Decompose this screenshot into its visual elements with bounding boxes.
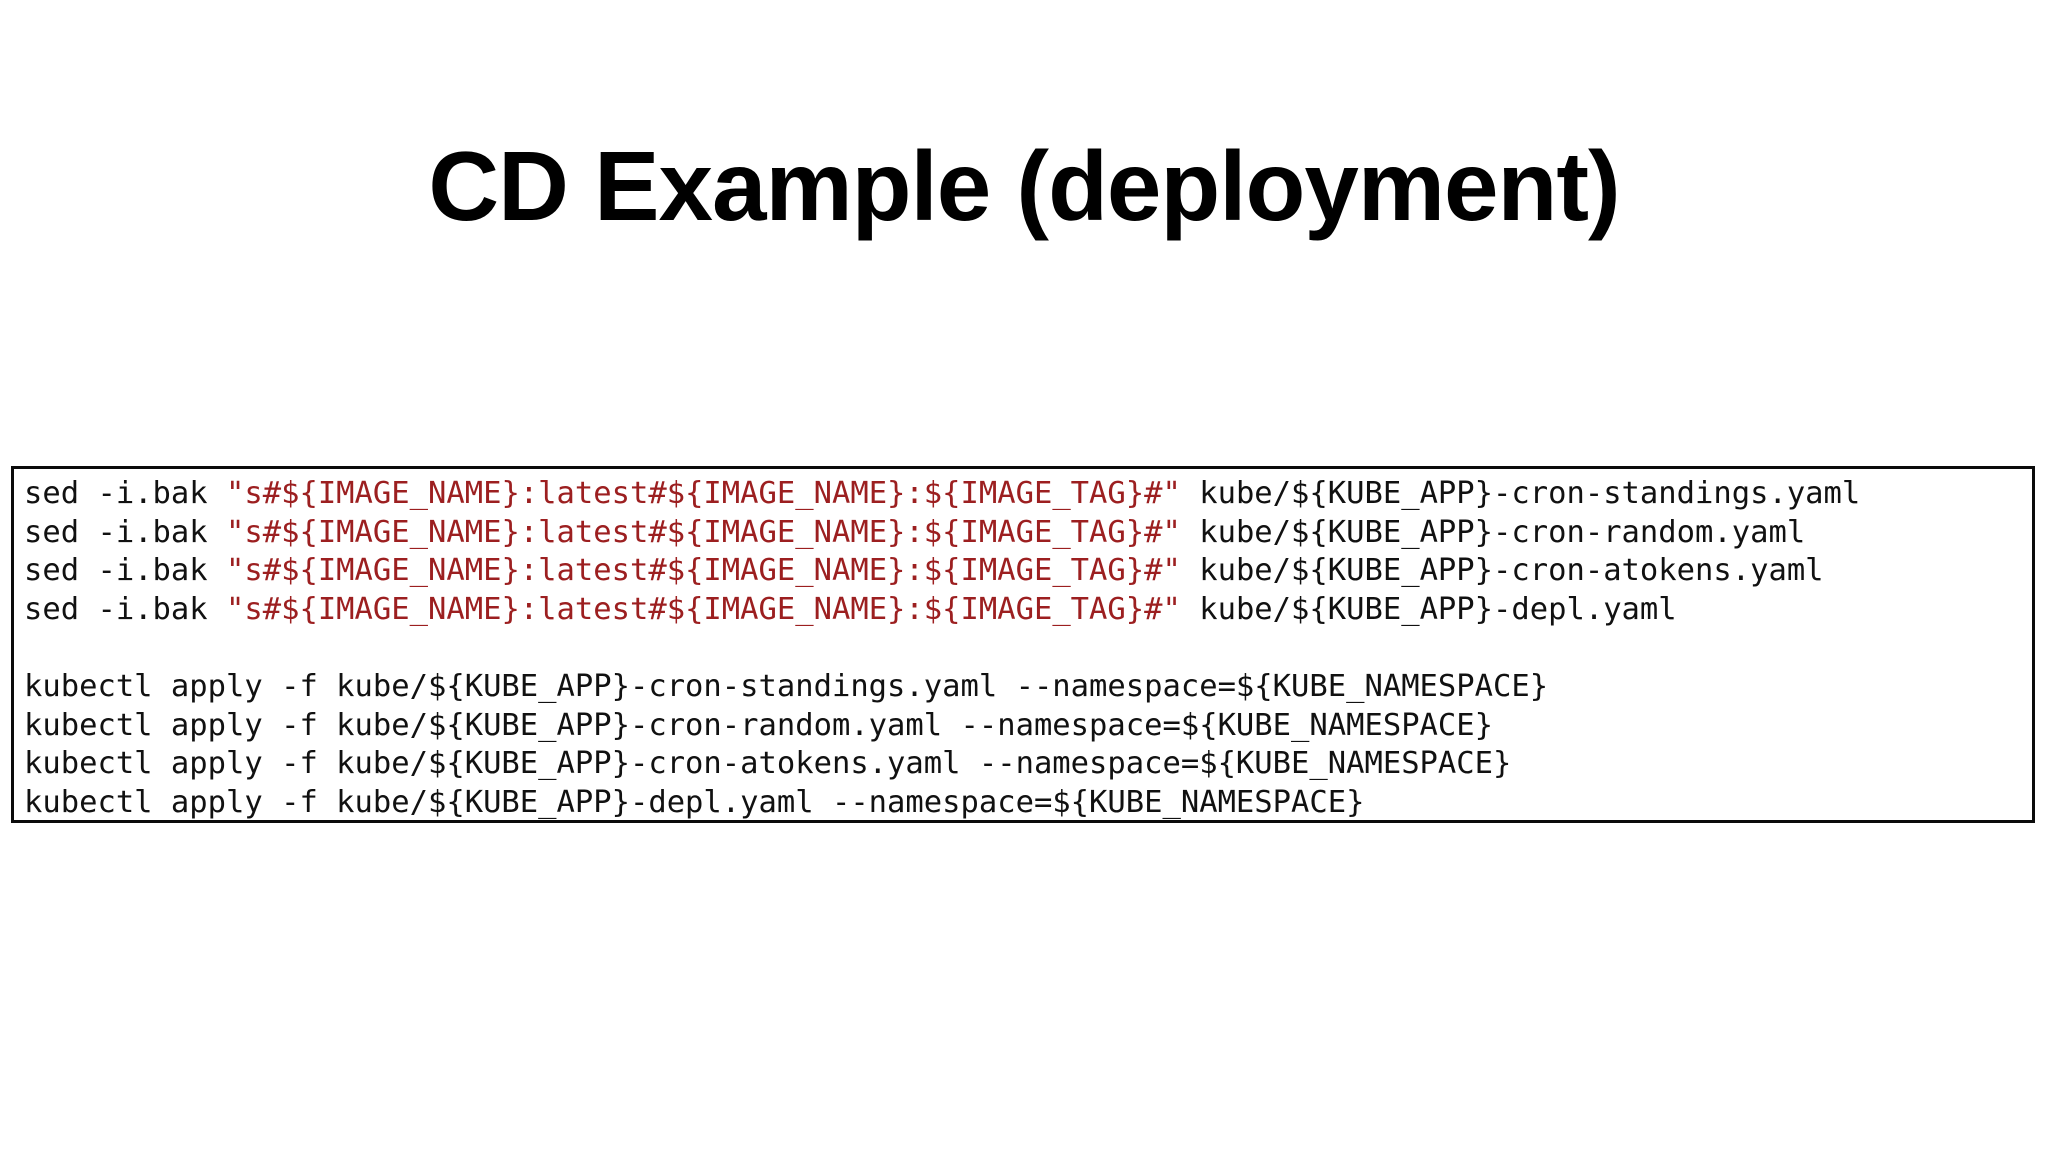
code-token-plain: sed -i.bak [24,591,226,627]
page-title: CD Example (deployment) [428,130,1620,241]
code-token-string: "s#${IMAGE_NAME}:latest#${IMAGE_NAME}:${… [226,591,1181,627]
code-token-plain: kube/${KUBE_APP}-depl.yaml [1180,591,1677,627]
code-line: kubectl apply -f kube/${KUBE_APP}-cron-a… [24,745,2032,784]
code-token-plain: kubectl apply -f kube/${KUBE_APP}-cron-s… [24,668,1549,704]
code-token-plain: kubectl apply -f kube/${KUBE_APP}-cron-a… [24,746,1512,782]
code-line-blank [24,629,2032,668]
code-token-plain: kubectl apply -f kube/${KUBE_APP}-cron-r… [24,707,1494,743]
code-token-plain: kube/${KUBE_APP}-cron-atokens.yaml [1180,553,1824,589]
code-block: sed -i.bak "s#${IMAGE_NAME}:latest#${IMA… [11,466,2035,823]
code-token-plain: kube/${KUBE_APP}-cron-standings.yaml [1180,476,1861,511]
code-line: sed -i.bak "s#${IMAGE_NAME}:latest#${IMA… [24,591,2032,630]
code-token-plain: sed -i.bak [24,553,226,589]
code-line: kubectl apply -f kube/${KUBE_APP}-depl.y… [24,784,2032,820]
code-line: sed -i.bak "s#${IMAGE_NAME}:latest#${IMA… [24,514,2032,553]
code-token-plain: kubectl apply -f kube/${KUBE_APP}-depl.y… [24,784,1365,820]
code-line: sed -i.bak "s#${IMAGE_NAME}:latest#${IMA… [24,552,2032,591]
code-lines: sed -i.bak "s#${IMAGE_NAME}:latest#${IMA… [24,475,2032,820]
code-line: sed -i.bak "s#${IMAGE_NAME}:latest#${IMA… [24,475,2032,514]
code-token-plain: kube/${KUBE_APP}-cron-random.yaml [1180,514,1806,550]
code-token-string: "s#${IMAGE_NAME}:latest#${IMAGE_NAME}:${… [226,476,1181,511]
code-line: kubectl apply -f kube/${KUBE_APP}-cron-s… [24,668,2032,707]
code-line: kubectl apply -f kube/${KUBE_APP}-cron-r… [24,707,2032,746]
code-token-string: "s#${IMAGE_NAME}:latest#${IMAGE_NAME}:${… [226,514,1181,550]
code-token-plain: sed -i.bak [24,476,226,511]
code-token-string: "s#${IMAGE_NAME}:latest#${IMAGE_NAME}:${… [226,553,1181,589]
code-token-plain: sed -i.bak [24,514,226,550]
